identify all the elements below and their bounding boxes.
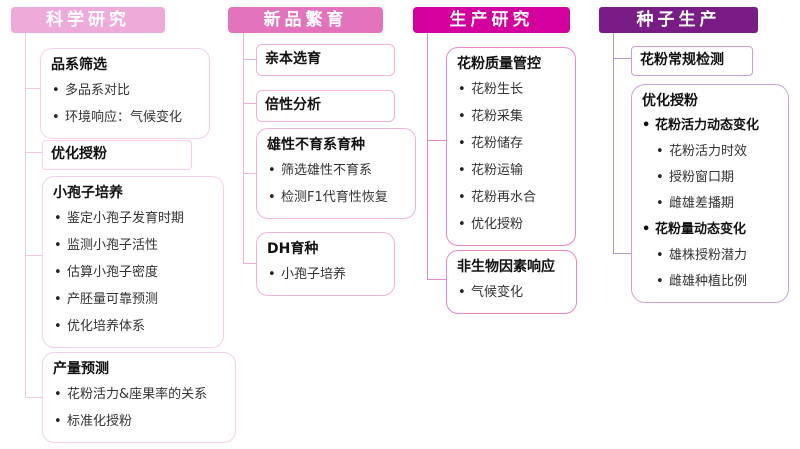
bullet-item: 花粉量动态变化 (642, 217, 778, 243)
bullet-item: 雌雄差播期 (642, 191, 778, 217)
box-title: 品系筛选 (51, 57, 107, 73)
bullet-item: 鉴定小孢子发育时期 (53, 205, 213, 232)
connector-line (25, 33, 26, 397)
bullet-item: 花粉活力动态变化 (642, 113, 778, 139)
box-title: 小孢子培养 (53, 185, 123, 201)
bullet-item: 优化授粉 (457, 211, 565, 238)
box-yield-prediction: 产量预测 花粉活力&座果率的关系 标准化授粉 (42, 352, 236, 443)
connector-line (427, 279, 446, 280)
box-title: 优化授粉 (51, 146, 107, 162)
bullet-item: 花粉再水合 (457, 184, 565, 211)
box-title: 雄性不育系育种 (267, 137, 365, 153)
bullet-item: 筛选雄性不育系 (267, 157, 405, 184)
bullet-item: 估算小孢子密度 (53, 259, 213, 286)
box-title: 优化授粉 (642, 93, 698, 109)
bullet-item: 标准化授粉 (53, 408, 225, 435)
connector-line (25, 152, 42, 153)
column-header-new-variety-breeding: 新品繁育 (228, 7, 383, 33)
box-title: 产量预测 (53, 361, 109, 377)
box-ploidy-analysis: 倍性分析 (256, 90, 395, 122)
column-header-production-research: 生产研究 (413, 7, 570, 33)
connector-line (243, 173, 256, 174)
connector-line (243, 263, 256, 264)
bullet-item: 多品系对比 (51, 77, 199, 104)
connector-line (613, 33, 614, 253)
box-pollen-quality-control: 花粉质量管控 花粉生长 花粉采集 花粉储存 花粉运输 花粉再水合 优化授粉 (446, 47, 576, 246)
box-dh-breeding: DH育种 小孢子培养 (256, 232, 395, 296)
bullet-item: 雌雄种植比例 (642, 269, 778, 295)
bullet-item: 花粉活力时效 (642, 139, 778, 165)
bullet-item: 花粉生长 (457, 76, 565, 103)
bullet-item: 小孢子培养 (267, 261, 384, 288)
connector-line (427, 33, 428, 280)
connector-line (427, 140, 446, 141)
box-optimized-pollination: 优化授粉 (42, 140, 192, 170)
connector-line (25, 88, 40, 89)
bullet-item: 雄株授粉潜力 (642, 243, 778, 269)
box-strain-screening: 品系筛选 多品系对比 环境响应：气候变化 (40, 48, 210, 139)
box-title: 亲本选育 (265, 51, 321, 67)
bullet-item: 监测小孢子活性 (53, 232, 213, 259)
box-male-sterile-line-breeding: 雄性不育系育种 筛选雄性不育系 检测F1代育性恢复 (256, 128, 416, 219)
box-title: 非生物因素响应 (457, 259, 555, 275)
box-title: 倍性分析 (265, 97, 321, 113)
bullet-item: 授粉窗口期 (642, 165, 778, 191)
column-header-scientific-research: 科学研究 (11, 7, 165, 33)
bullet-item: 花粉运输 (457, 157, 565, 184)
connector-line (243, 103, 256, 104)
bullet-item: 环境响应：气候变化 (51, 104, 199, 131)
connector-line (243, 33, 244, 263)
column-header-seed-production: 种子生产 (599, 7, 758, 33)
connector-line (613, 58, 631, 59)
bullet-item: 花粉采集 (457, 103, 565, 130)
bullet-item: 优化培养体系 (53, 313, 213, 340)
box-parent-selection: 亲本选育 (256, 44, 395, 76)
bullet-item: 产胚量可靠预测 (53, 286, 213, 313)
box-title: 花粉质量管控 (457, 56, 541, 72)
bullet-item: 花粉储存 (457, 130, 565, 157)
box-title: DH育种 (267, 241, 319, 257)
box-title: 花粉常规检测 (640, 52, 724, 68)
bullet-item: 气候变化 (457, 279, 566, 306)
bullet-item: 检测F1代育性恢复 (267, 184, 405, 211)
box-pollen-routine-testing: 花粉常规检测 (631, 46, 753, 76)
box-microspore-culture: 小孢子培养 鉴定小孢子发育时期 监测小孢子活性 估算小孢子密度 产胚量可靠预测 … (42, 176, 224, 348)
connector-line (613, 253, 631, 254)
box-abiotic-factor-response: 非生物因素响应 气候变化 (446, 250, 577, 314)
bullet-item: 花粉活力&座果率的关系 (53, 381, 225, 408)
connector-line (25, 255, 42, 256)
connector-line (25, 397, 42, 398)
connector-line (243, 59, 256, 60)
box-optimized-pollination-seed: 优化授粉 花粉活力动态变化 花粉活力时效 授粉窗口期 雌雄差播期 花粉量动态变化… (631, 84, 789, 303)
